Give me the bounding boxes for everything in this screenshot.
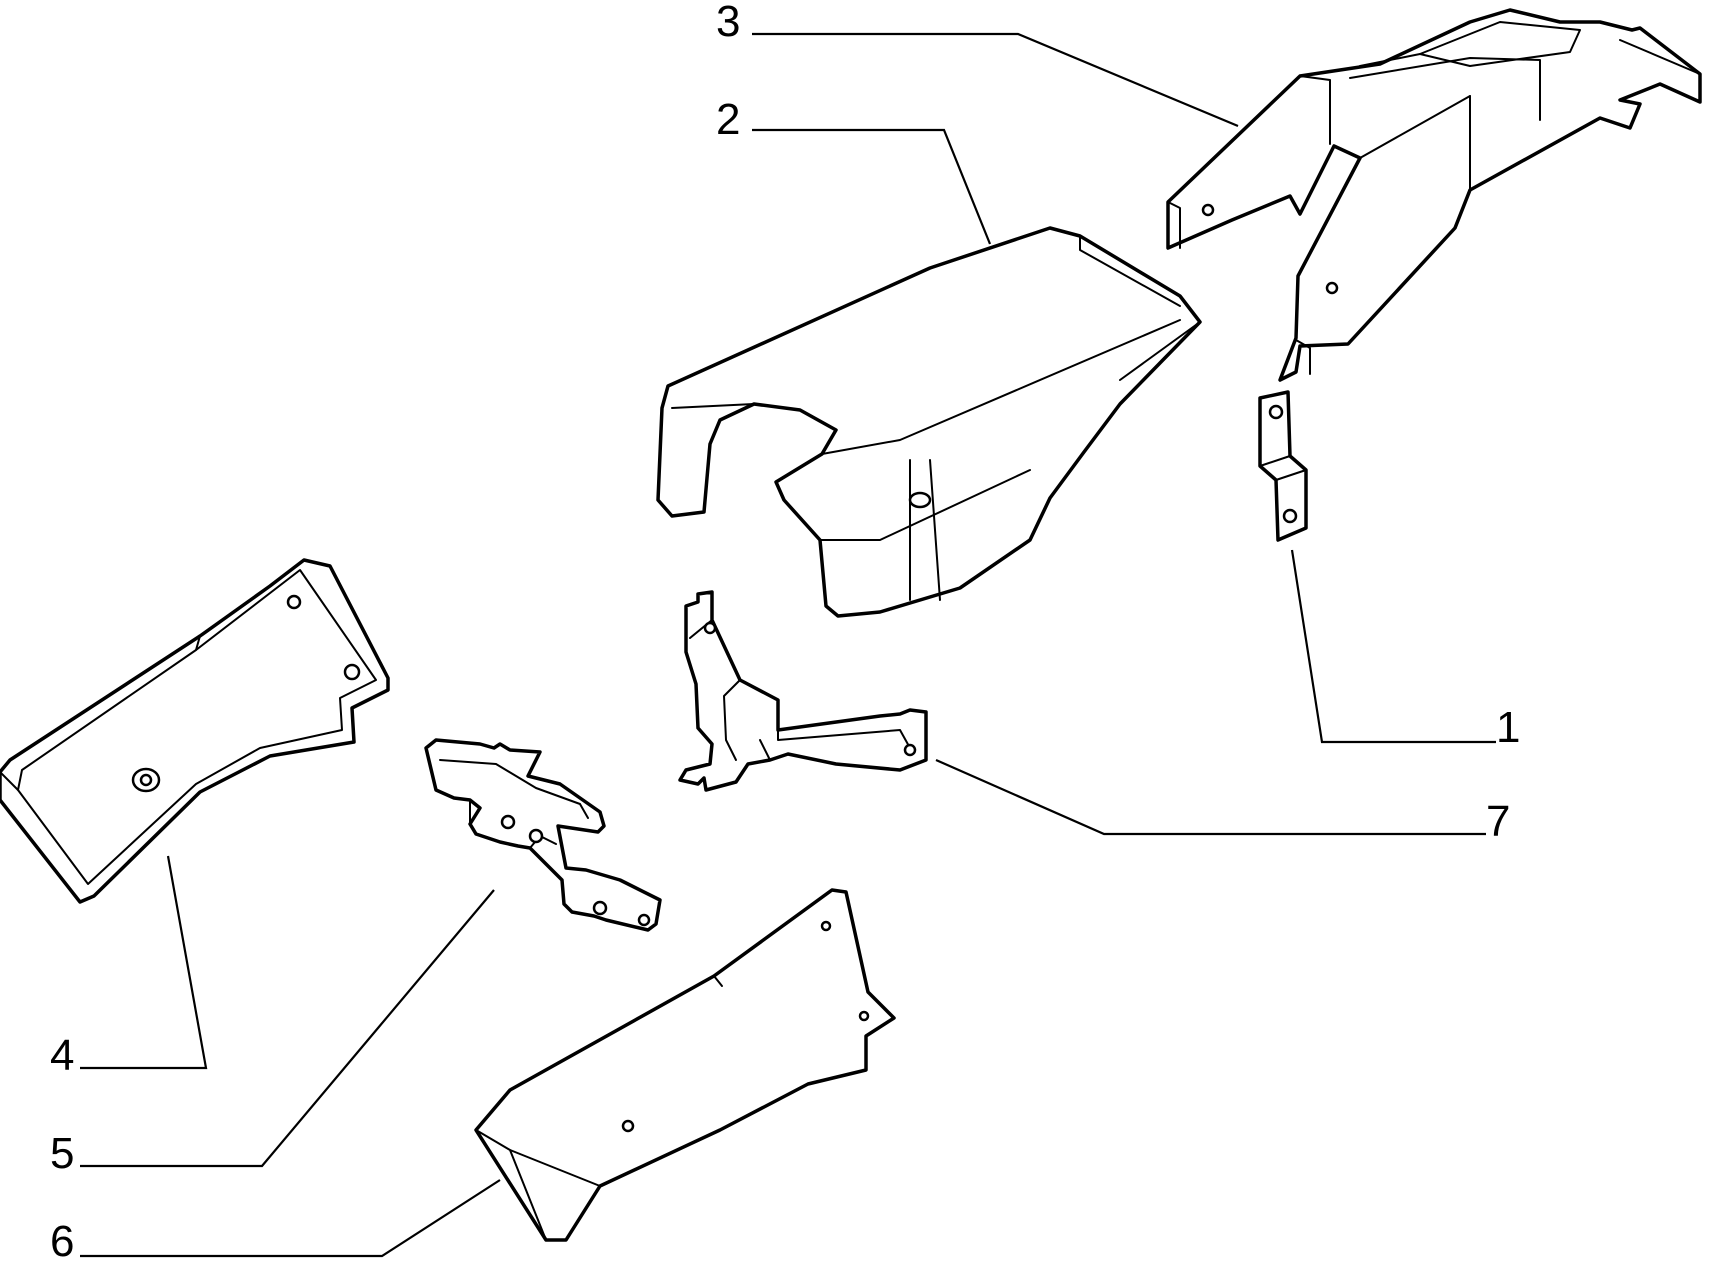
part-6-right-panel — [474, 888, 896, 1242]
callout-5: 5 — [50, 1129, 74, 1178]
callout-6: 6 — [50, 1217, 74, 1260]
part-7-support-bracket — [678, 590, 928, 792]
callout-7: 7 — [1486, 797, 1510, 846]
part-4-left-panel — [0, 558, 390, 904]
leader-2 — [752, 128, 992, 245]
part-3-tunnel-frame — [1166, 8, 1702, 382]
leader-6 — [80, 1179, 501, 1258]
leader-4 — [80, 855, 208, 1070]
leader-3 — [752, 32, 1239, 128]
leader-lines — [80, 32, 1496, 1258]
part-2-tunnel-cover — [656, 226, 1202, 618]
leader-7 — [935, 758, 1486, 836]
callout-2: 2 — [716, 95, 740, 144]
leader-5 — [80, 889, 495, 1168]
part-1-small-bracket — [1258, 390, 1308, 542]
callout-4: 4 — [50, 1031, 74, 1080]
callout-3: 3 — [716, 0, 740, 46]
callout-labels: 1 2 3 4 5 6 7 — [50, 0, 1520, 1265]
callout-1: 1 — [1496, 703, 1520, 752]
part-5-frame-bracket — [424, 738, 662, 932]
leader-1 — [1290, 549, 1496, 744]
